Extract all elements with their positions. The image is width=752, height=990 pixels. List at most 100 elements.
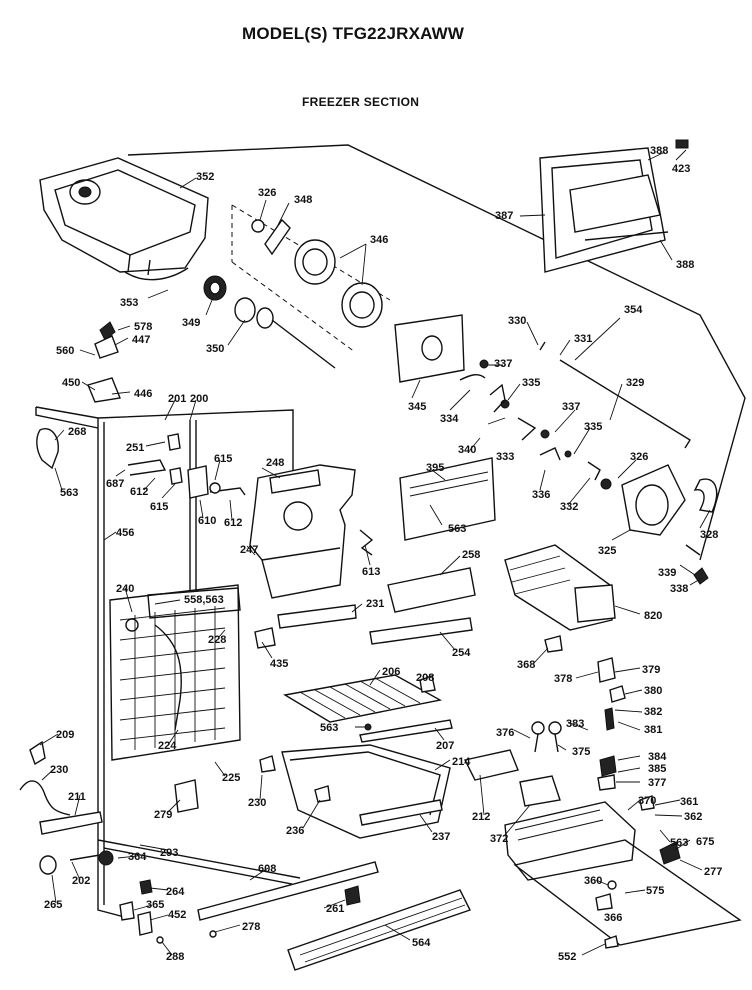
left-small-parts: [19, 321, 276, 944]
leader-lines: [39, 149, 711, 956]
callout-label: 268: [68, 426, 86, 438]
auger-assembly: [203, 204, 391, 369]
callout-label: 377: [648, 777, 666, 789]
freezer-basket: [259, 744, 451, 839]
callout-labels: 3523263483463884233873883533493505784475…: [44, 145, 722, 963]
callout-label: 372: [490, 833, 508, 845]
callout-label: 564: [412, 937, 431, 949]
callout-label: 335: [584, 421, 602, 433]
callout-label: 339: [658, 567, 676, 579]
evaporator-cover: [394, 314, 691, 481]
callout-label: 224: [158, 740, 177, 752]
callout-label: 340: [458, 444, 476, 456]
callout-label: 575: [646, 885, 664, 897]
callout-label: 254: [452, 647, 471, 659]
callout-label: 237: [432, 831, 450, 843]
callout-label: 450: [62, 377, 80, 389]
callout-label: 452: [168, 909, 186, 921]
callout-label: 378: [554, 673, 572, 685]
callout-label: 293: [160, 847, 178, 859]
callout-label: 613: [362, 566, 380, 578]
callout-label: 207: [436, 740, 454, 752]
ice-maker: [369, 544, 616, 653]
center-duct: [249, 464, 374, 629]
callout-label: 447: [132, 334, 150, 346]
callout-label: 261: [326, 903, 344, 915]
callout-label: 248: [266, 457, 284, 469]
callout-label: 395: [426, 462, 444, 474]
callout-label: 552: [558, 951, 576, 963]
callout-label: 335: [522, 377, 540, 389]
ice-bucket: [39, 157, 209, 281]
callout-label: 364: [128, 851, 147, 863]
callout-label: 612: [224, 517, 242, 529]
callout-label: 578: [134, 321, 152, 333]
callout-label: 675: [696, 836, 714, 848]
callout-label: 214: [452, 756, 471, 768]
callout-label: 820: [644, 610, 662, 622]
callout-label: 384: [648, 751, 667, 763]
callout-label: 563: [670, 837, 688, 849]
callout-label: 563: [320, 722, 338, 734]
callout-label: 687: [106, 478, 124, 490]
callout-label: 381: [644, 724, 662, 736]
callout-label: 354: [624, 304, 643, 316]
callout-label: 435: [270, 658, 288, 670]
callout-label: 360: [584, 875, 602, 887]
callout-label: 279: [154, 809, 172, 821]
callout-label: 326: [630, 451, 648, 463]
callout-label: 375: [572, 746, 590, 758]
wire-shelf: [283, 674, 453, 743]
callout-label: 383: [566, 718, 584, 730]
callout-label: 337: [494, 358, 512, 370]
callout-label: 366: [604, 912, 622, 924]
callout-label: 349: [182, 317, 200, 329]
model-title: MODEL(S) TFG22JRXAWW: [242, 24, 465, 43]
section-title: FREEZER SECTION: [302, 95, 420, 109]
callout-label: 328: [700, 529, 718, 541]
callout-label: 612: [130, 486, 148, 498]
callout-label: 334: [440, 413, 459, 425]
callout-label: 346: [370, 234, 388, 246]
callout-label: 277: [704, 866, 722, 878]
callout-label: 230: [248, 797, 266, 809]
callout-label: 330: [508, 315, 526, 327]
callout-label: 370: [638, 795, 656, 807]
callout-label: 615: [214, 453, 232, 465]
callout-label: 352: [196, 171, 214, 183]
callout-label: 350: [206, 343, 224, 355]
callout-label: 332: [560, 501, 578, 513]
callout-label: 376: [496, 727, 514, 739]
evaporator-coil: [109, 584, 241, 761]
callout-label: 258: [462, 549, 480, 561]
control-panel: [399, 457, 496, 541]
callout-label: 348: [294, 194, 312, 206]
callout-label: 202: [72, 875, 90, 887]
callout-label: 288: [166, 951, 184, 963]
callout-label: 610: [198, 515, 216, 527]
callout-label: 278: [242, 921, 260, 933]
bottom-rails: [197, 861, 471, 971]
callout-label: 338: [670, 583, 688, 595]
callout-label: 608: [258, 863, 276, 875]
callout-label: 236: [286, 825, 304, 837]
callout-label: 247: [240, 544, 258, 556]
callout-label: 388: [650, 145, 668, 157]
callout-label: 423: [672, 163, 690, 175]
callout-label: 200: [190, 393, 208, 405]
callout-label: 228: [208, 634, 226, 646]
callout-label: 212: [472, 811, 490, 823]
callout-label: 264: [166, 886, 185, 898]
callout-label: 385: [648, 763, 666, 775]
callout-label: 326: [258, 187, 276, 199]
callout-label: 388: [676, 259, 694, 271]
callout-label: 563: [448, 523, 466, 535]
callout-label: 206: [382, 666, 400, 678]
fan-motor: [600, 464, 718, 585]
callout-label: 362: [684, 811, 702, 823]
callout-label: 365: [146, 899, 164, 911]
callout-label: 329: [626, 377, 644, 389]
callout-label: 380: [644, 685, 662, 697]
